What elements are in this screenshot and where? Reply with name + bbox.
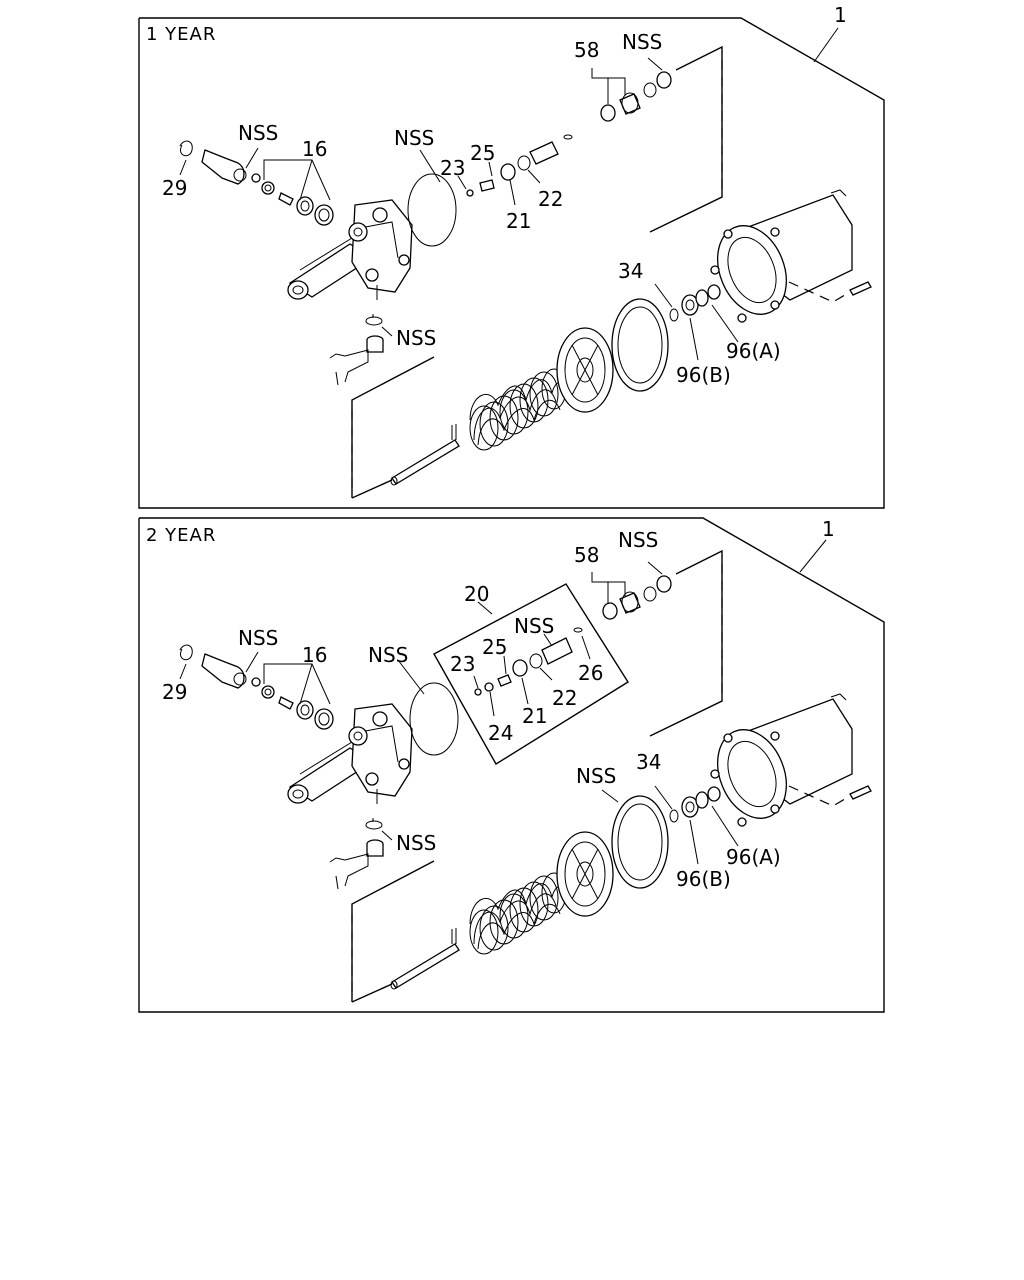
label-nut-a: 96(A) xyxy=(726,339,781,363)
label-snap-ring: 29 xyxy=(162,176,187,200)
packing-ring xyxy=(611,795,669,889)
panel-frame xyxy=(138,17,885,509)
push-rod xyxy=(390,423,460,486)
label-ring: 22 xyxy=(552,686,577,710)
piston-disc xyxy=(556,327,614,413)
label-valve-set: 58 xyxy=(574,38,599,62)
label-ball: 23 xyxy=(440,156,465,180)
label-oring: 34 xyxy=(618,259,643,283)
label-nss-top: NSS xyxy=(622,30,662,54)
label-seat: 24 xyxy=(488,721,513,745)
label-nss-seal: NSS xyxy=(576,764,616,788)
label-nss-top: NSS xyxy=(618,528,658,552)
label-spring: 25 xyxy=(482,635,507,659)
label-nss-fitting: NSS xyxy=(396,831,436,855)
label-assembly: 1 xyxy=(834,3,847,27)
return-spring xyxy=(469,872,567,955)
label-pin: 26 xyxy=(578,661,603,685)
label-nss-oring: NSS xyxy=(368,643,408,667)
label-seal-kit: 16 xyxy=(302,643,327,667)
packing-ring xyxy=(611,298,669,392)
cylinder-can xyxy=(704,693,872,830)
label-nss-front: NSS xyxy=(238,121,278,145)
fitting-assembly xyxy=(329,335,384,386)
label-ball: 23 xyxy=(450,652,475,676)
panel-1-year: 1 YEAR 1 xyxy=(138,3,885,509)
cylinder-can xyxy=(704,189,872,326)
fitting-assembly xyxy=(329,839,384,890)
label-nut-b: 96(B) xyxy=(676,867,731,891)
label-nut-a: 96(A) xyxy=(726,845,781,869)
label-nss-oring: NSS xyxy=(394,126,434,150)
label-spring: 25 xyxy=(470,141,495,165)
label-nut-b: 96(B) xyxy=(676,363,731,387)
piston-disc xyxy=(556,831,614,917)
snap-ring xyxy=(179,140,193,157)
return-spring xyxy=(469,368,567,451)
panel-2-year: 2 YEAR 1 xyxy=(138,517,885,1013)
panel-frame xyxy=(138,517,885,1013)
label-nss-front: NSS xyxy=(238,626,278,650)
snap-ring xyxy=(179,644,193,661)
oring-large xyxy=(409,682,459,756)
label-washer: 21 xyxy=(522,704,547,728)
oring-large xyxy=(407,173,457,247)
label-nss-fitting: NSS xyxy=(396,326,436,350)
label-oring: 34 xyxy=(636,750,661,774)
panel-title: 2 YEAR xyxy=(146,525,216,546)
panel-title: 1 YEAR xyxy=(146,24,216,45)
label-seal-kit: 16 xyxy=(302,137,327,161)
label-snap-ring: 29 xyxy=(162,680,187,704)
label-assembly: 1 xyxy=(822,517,835,541)
label-washer: 21 xyxy=(506,209,531,233)
label-nss-plunger: NSS xyxy=(514,614,554,638)
valve-kit-box xyxy=(433,583,629,765)
push-rod xyxy=(390,927,460,990)
label-ring: 22 xyxy=(538,187,563,211)
label-valve-kit: 20 xyxy=(464,582,489,606)
label-valve-set: 58 xyxy=(574,543,599,567)
